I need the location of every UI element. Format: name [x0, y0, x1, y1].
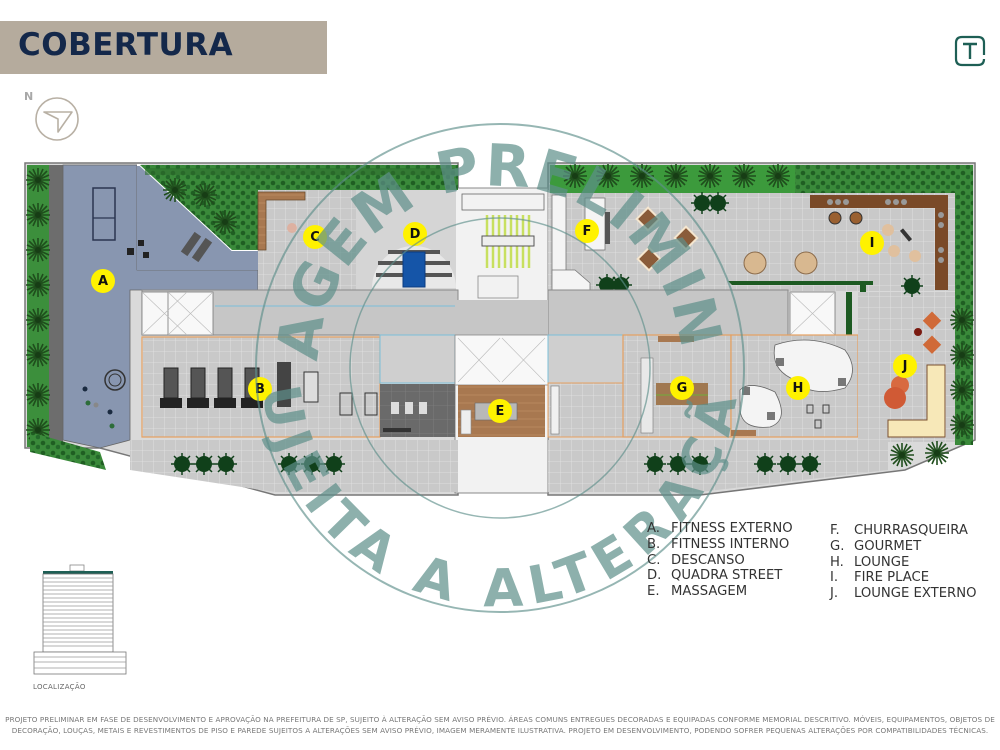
- disclaimer: PROJETO PRELIMINAR EM FASE DE DESENVOLVI…: [0, 714, 1000, 736]
- legend-label: DESCANSO: [671, 552, 745, 568]
- marker-a[interactable]: A: [91, 269, 115, 293]
- t-logo-icon: [954, 35, 986, 67]
- location-label: LOCALIZAÇÃO: [33, 683, 86, 691]
- legend-label: FITNESS EXTERNO: [671, 521, 793, 536]
- floor-plan: [24, 162, 976, 496]
- building-location-diagram: [33, 564, 127, 675]
- marker-e[interactable]: E: [488, 399, 512, 423]
- legend-item-i: I. FIRE PLACE: [830, 570, 976, 586]
- north-arrow-icon: [35, 97, 79, 141]
- marker-f[interactable]: F: [575, 219, 599, 243]
- legend-item-j: J. LOUNGE EXTERNO: [830, 586, 976, 602]
- marker-b[interactable]: B: [248, 377, 272, 401]
- north-label: N: [24, 90, 34, 103]
- legend-letter: G.: [830, 538, 845, 554]
- legend-item-e: E. MASSAGEM: [647, 584, 793, 600]
- marker-letter: E: [495, 403, 505, 419]
- marker-letter: J: [902, 358, 908, 374]
- legend-label: CHURRASQUEIRA: [854, 523, 968, 538]
- legend-label: MASSAGEM: [671, 584, 748, 600]
- north-compass: N: [22, 90, 82, 141]
- marker-i[interactable]: I: [860, 231, 884, 255]
- page-title: COBERTURA: [18, 27, 234, 63]
- marker-d[interactable]: D: [403, 222, 427, 246]
- legend-letter: C.: [647, 552, 661, 568]
- legend-item-f: F. CHURRASQUEIRA: [830, 523, 976, 539]
- legend-column-2: F. CHURRASQUEIRA G. GOURMET H. LOUNGE I. FIR…: [830, 523, 976, 602]
- legend-item-c: C. DESCANSO: [647, 553, 793, 569]
- marker-letter: G: [676, 380, 688, 396]
- legend-item-d: D. QUADRA STREET: [647, 568, 793, 584]
- legend-item-g: G. GOURMET: [830, 539, 976, 555]
- legend-label: LOUNGE: [854, 554, 910, 570]
- legend-letter: H.: [830, 554, 844, 570]
- disclaimer-line-2: DECORAÇÃO, LOUÇAS, METAIS E REVESTIMENTO…: [11, 726, 989, 735]
- legend-letter: F.: [830, 523, 840, 538]
- legend-letter: B.: [647, 536, 661, 552]
- marker-letter: I: [869, 235, 875, 251]
- legend-label: FIRE PLACE: [854, 570, 930, 586]
- legend-item-a: A. FITNESS EXTERNO: [647, 521, 793, 537]
- legend-letter: I.: [830, 570, 839, 586]
- legend-letter: E.: [647, 584, 660, 600]
- legend-label: GOURMET: [854, 538, 922, 554]
- page-header: COBERTURA: [0, 21, 327, 74]
- marker-letter: H: [792, 380, 804, 396]
- marker-g[interactable]: G: [670, 376, 694, 400]
- legend-label: FITNESS INTERNO: [671, 536, 790, 552]
- marker-letter: F: [582, 223, 592, 239]
- marker-letter: D: [409, 226, 421, 242]
- legend-item-b: B. FITNESS INTERNO: [647, 537, 793, 553]
- legend-label: QUADRA STREET: [671, 568, 783, 584]
- marker-h[interactable]: H: [786, 376, 810, 400]
- legend-letter: J.: [830, 586, 839, 602]
- legend-letter: D.: [647, 568, 662, 584]
- disclaimer-line-1: PROJETO PRELIMINAR EM FASE DE DESENVOLVI…: [5, 715, 995, 724]
- legend-column-1: A. FITNESS EXTERNO B. FITNESS INTERNO C. DE…: [647, 521, 793, 600]
- legend-label: LOUNGE EXTERNO: [854, 586, 977, 602]
- marker-letter: B: [255, 381, 265, 397]
- marker-letter: A: [97, 273, 109, 289]
- legend-letter: A.: [647, 521, 660, 536]
- marker-j[interactable]: J: [893, 354, 917, 378]
- legend-item-h: H. LOUNGE: [830, 555, 976, 571]
- marker-c[interactable]: C: [303, 225, 327, 249]
- marker-letter: C: [310, 229, 320, 245]
